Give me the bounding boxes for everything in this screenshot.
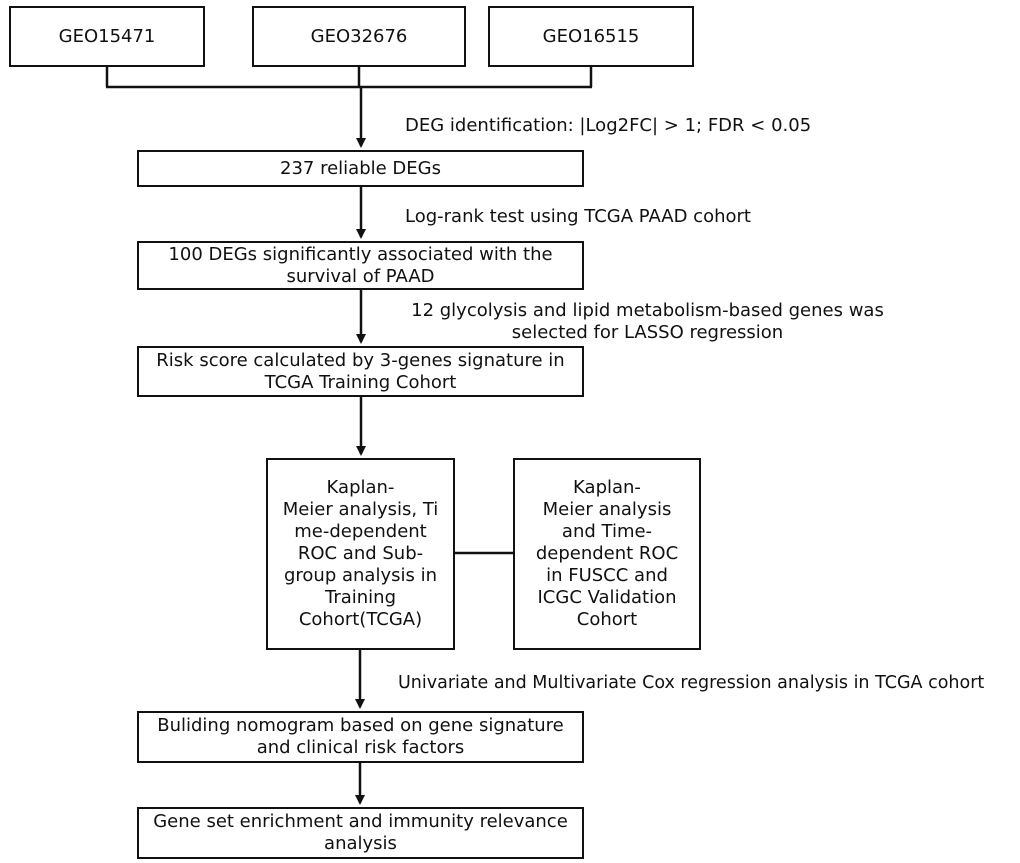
step-survival-box: 100 DEGs significantly associated with t… — [137, 241, 584, 290]
annotation-deg-identification: DEG identification: |Log2FC| > 1; FDR < … — [405, 115, 812, 136]
step-nomogram-text: Buliding nomogram based on gene signatur… — [157, 715, 564, 758]
step-validation-box: Kaplan- Meier analysis and Time- depende… — [513, 458, 701, 650]
dataset-box-2: GEO32676 — [252, 6, 466, 67]
dataset-box-3: GEO16515 — [488, 6, 694, 67]
step-risk-text: Risk score calculated by 3-genes signatu… — [156, 349, 565, 393]
step-nomogram-box: Buliding nomogram based on gene signatur… — [137, 711, 584, 763]
dataset-box-1: GEO15471 — [9, 6, 205, 67]
annotation-cox: Univariate and Multivariate Cox regressi… — [398, 673, 985, 693]
step-training-text: Kaplan- Meier analysis, Ti me-dependent … — [282, 477, 439, 630]
step-deg-box: 237 reliable DEGs — [137, 150, 584, 187]
step-validation-text: Kaplan- Meier analysis and Time- depende… — [535, 477, 679, 630]
annotation-log-rank: Log-rank test using TCGA PAAD cohort — [405, 206, 751, 227]
step-survival-text: 100 DEGs significantly associated with t… — [168, 243, 553, 287]
step-training-box: Kaplan- Meier analysis, Ti me-dependent … — [266, 458, 455, 650]
step-gsea-box: Gene set enrichment and immunity relevan… — [137, 807, 584, 859]
step-gsea-text: Gene set enrichment and immunity relevan… — [153, 811, 568, 854]
step-deg-text: 237 reliable DEGs — [280, 157, 441, 179]
dataset-label-3: GEO16515 — [542, 25, 640, 47]
dataset-label-1: GEO15471 — [58, 25, 156, 47]
annotation-lasso: 12 glycolysis and lipid metabolism-based… — [411, 300, 884, 343]
step-risk-box: Risk score calculated by 3-genes signatu… — [137, 346, 584, 397]
dataset-label-2: GEO32676 — [310, 25, 408, 47]
